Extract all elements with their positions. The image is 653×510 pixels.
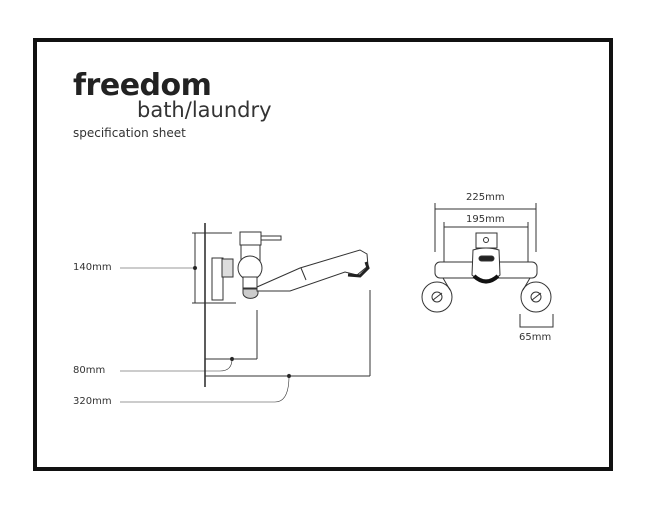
- top-cap: [475, 232, 498, 249]
- dim-label-80: 80mm: [73, 365, 106, 376]
- sheet-subtitle: specification sheet: [73, 126, 186, 140]
- spout: [256, 249, 369, 292]
- dim-label-140: 140mm: [73, 262, 112, 273]
- side-view: [120, 223, 371, 403]
- handle-lever: [260, 235, 282, 241]
- swivel-nut: [242, 288, 259, 299]
- handle-cap: [239, 231, 262, 246]
- product-name: bath/laundry: [137, 98, 272, 122]
- dim-label-65: 65mm: [519, 332, 552, 343]
- brand-title: freedom: [73, 68, 212, 103]
- front-view: [421, 203, 554, 328]
- wall-plate: [211, 257, 224, 301]
- sheet-border: [33, 38, 613, 471]
- dim-label-195: 195mm: [466, 214, 505, 225]
- inlet-nut: [221, 258, 234, 278]
- dim-label-225: 225mm: [466, 192, 505, 203]
- dim-label-320: 320mm: [73, 396, 112, 407]
- valve-body: [237, 255, 263, 281]
